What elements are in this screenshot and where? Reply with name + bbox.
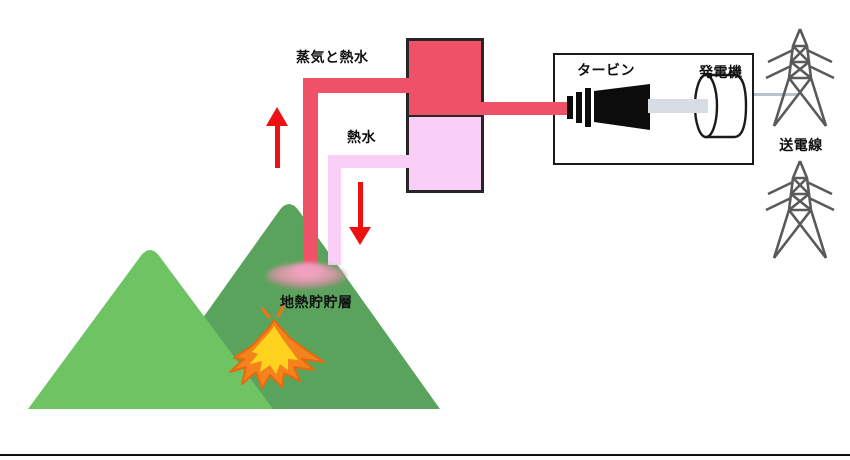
label-transmission-line: 送電線 (779, 137, 823, 153)
down-arrow-shaft (358, 182, 363, 229)
separator-vessel (406, 38, 484, 193)
separator-divider (409, 115, 481, 117)
separator-hotwater-section (409, 117, 481, 190)
hotwater-pipe-horizontal (328, 155, 413, 168)
label-turbine: タービン (577, 62, 635, 78)
label-reservoir: 地熱貯貯層 (280, 294, 353, 310)
mountains-graphic (28, 204, 440, 409)
bottom-divider-line (0, 454, 850, 456)
label-steam-hot-water: 蒸気と熱水 (296, 49, 369, 65)
generator-icon (693, 73, 748, 139)
hotwater-pipe-vertical (328, 155, 341, 265)
label-generator: 発電機 (699, 64, 743, 80)
drive-shaft (648, 99, 708, 113)
tower-bottom (764, 159, 836, 260)
up-arrow-shaft (275, 124, 280, 168)
separator-steam-section (409, 41, 481, 115)
turbine-icon (567, 84, 650, 130)
power-line (745, 93, 797, 96)
steam-pipe-horizontal (303, 78, 413, 93)
reservoir-ellipse (266, 263, 346, 289)
down-arrow-head (349, 227, 371, 245)
steam-pipe-vertical (303, 78, 318, 272)
volcano-icon (229, 305, 325, 389)
steam-pipe-to-turbine (481, 102, 572, 115)
label-hot-water: 熱水 (347, 129, 376, 145)
tower-top (764, 27, 836, 128)
mountain-light (28, 250, 273, 409)
up-arrow-head (266, 107, 288, 126)
